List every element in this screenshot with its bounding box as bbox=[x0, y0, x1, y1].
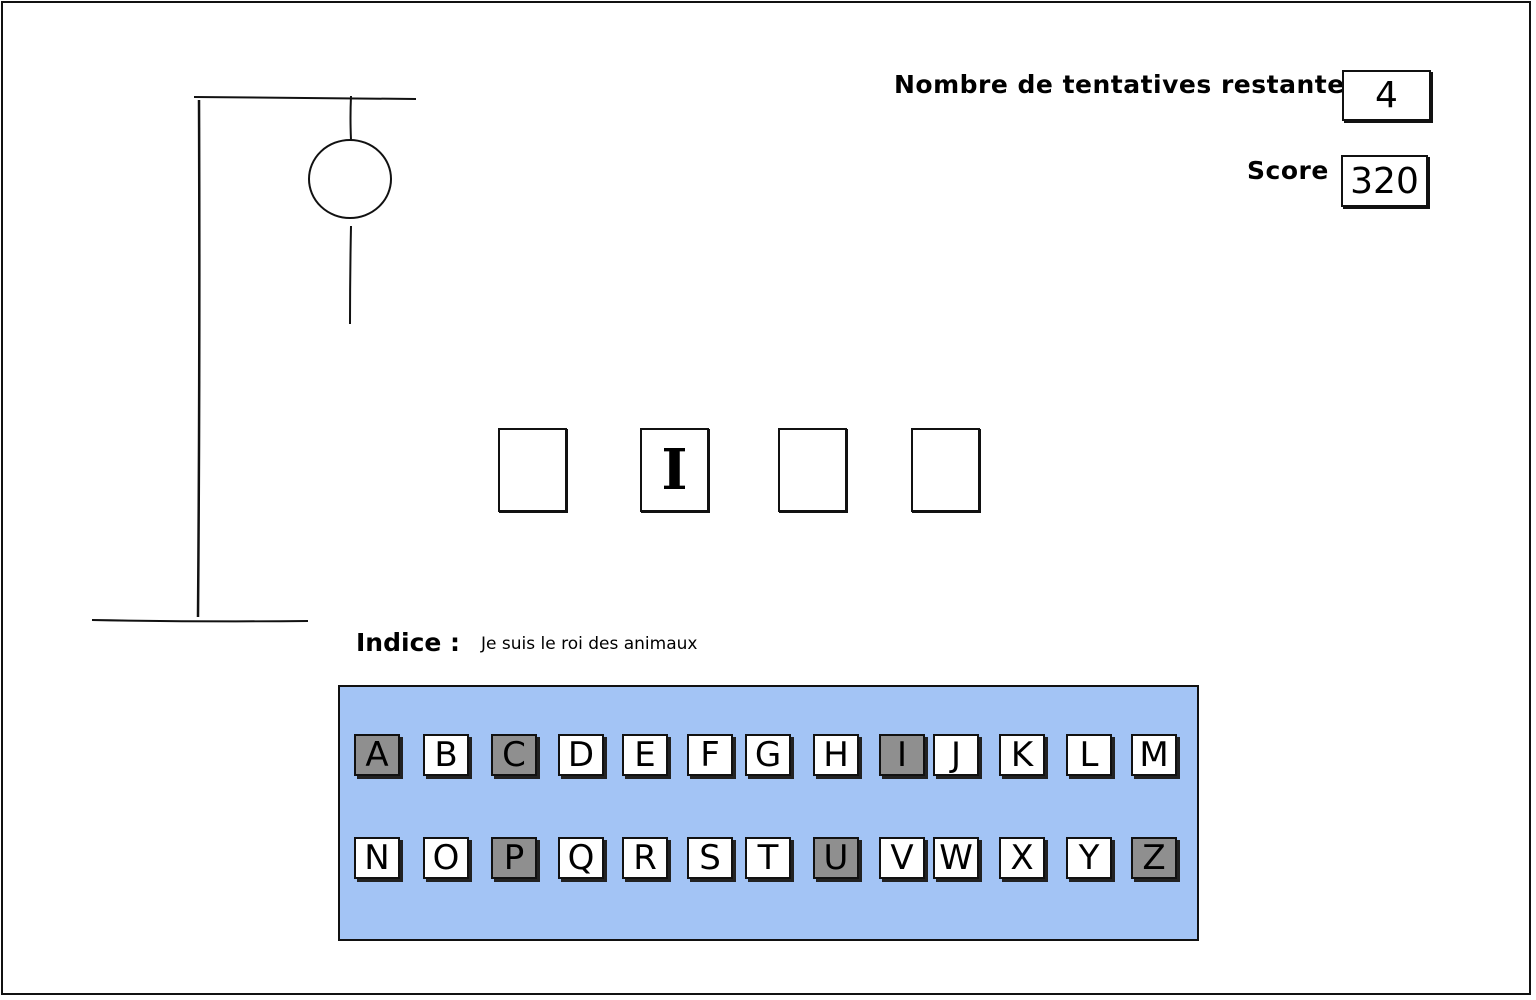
hangman-head bbox=[308, 139, 392, 219]
key-q[interactable]: Q bbox=[558, 837, 604, 879]
gallows-beam bbox=[193, 96, 417, 100]
key-a[interactable]: A bbox=[354, 734, 400, 776]
key-f[interactable]: F bbox=[687, 734, 733, 776]
score-label: Score bbox=[1247, 156, 1329, 185]
letter-slot bbox=[498, 428, 567, 512]
hangman-body bbox=[349, 225, 352, 325]
key-j[interactable]: J bbox=[933, 734, 979, 776]
attempts-value: 4 bbox=[1342, 70, 1431, 121]
key-t[interactable]: T bbox=[745, 837, 791, 879]
key-s[interactable]: S bbox=[687, 837, 733, 879]
hint-label: Indice : bbox=[356, 628, 461, 657]
key-m[interactable]: M bbox=[1131, 734, 1177, 776]
key-b[interactable]: B bbox=[423, 734, 469, 776]
key-n[interactable]: N bbox=[354, 837, 400, 879]
key-c[interactable]: C bbox=[491, 734, 537, 776]
key-y[interactable]: Y bbox=[1066, 837, 1112, 879]
key-u[interactable]: U bbox=[813, 837, 859, 879]
key-d[interactable]: D bbox=[558, 734, 604, 776]
hint-text: Je suis le roi des animaux bbox=[481, 634, 698, 654]
key-x[interactable]: X bbox=[999, 837, 1045, 879]
key-l[interactable]: L bbox=[1066, 734, 1112, 776]
key-k[interactable]: K bbox=[999, 734, 1045, 776]
key-v[interactable]: V bbox=[879, 837, 925, 879]
gallows-pole bbox=[196, 99, 201, 618]
gallows-base bbox=[91, 619, 309, 623]
key-z[interactable]: Z bbox=[1131, 837, 1177, 879]
letter-slot bbox=[911, 428, 980, 512]
letter-slot bbox=[778, 428, 847, 512]
attempts-label: Nombre de tentatives restantes bbox=[894, 70, 1361, 99]
key-w[interactable]: W bbox=[933, 837, 979, 879]
key-o[interactable]: O bbox=[423, 837, 469, 879]
key-i[interactable]: I bbox=[879, 734, 925, 776]
gallows-rope bbox=[349, 95, 352, 141]
key-p[interactable]: P bbox=[491, 837, 537, 879]
letter-keyboard: A B C D E F G H I J K L M N O P Q R S T … bbox=[338, 685, 1199, 941]
letter-slot: I bbox=[640, 428, 709, 512]
score-value: 320 bbox=[1341, 155, 1428, 207]
key-r[interactable]: R bbox=[622, 837, 668, 879]
key-g[interactable]: G bbox=[745, 734, 791, 776]
key-h[interactable]: H bbox=[813, 734, 859, 776]
key-e[interactable]: E bbox=[622, 734, 668, 776]
